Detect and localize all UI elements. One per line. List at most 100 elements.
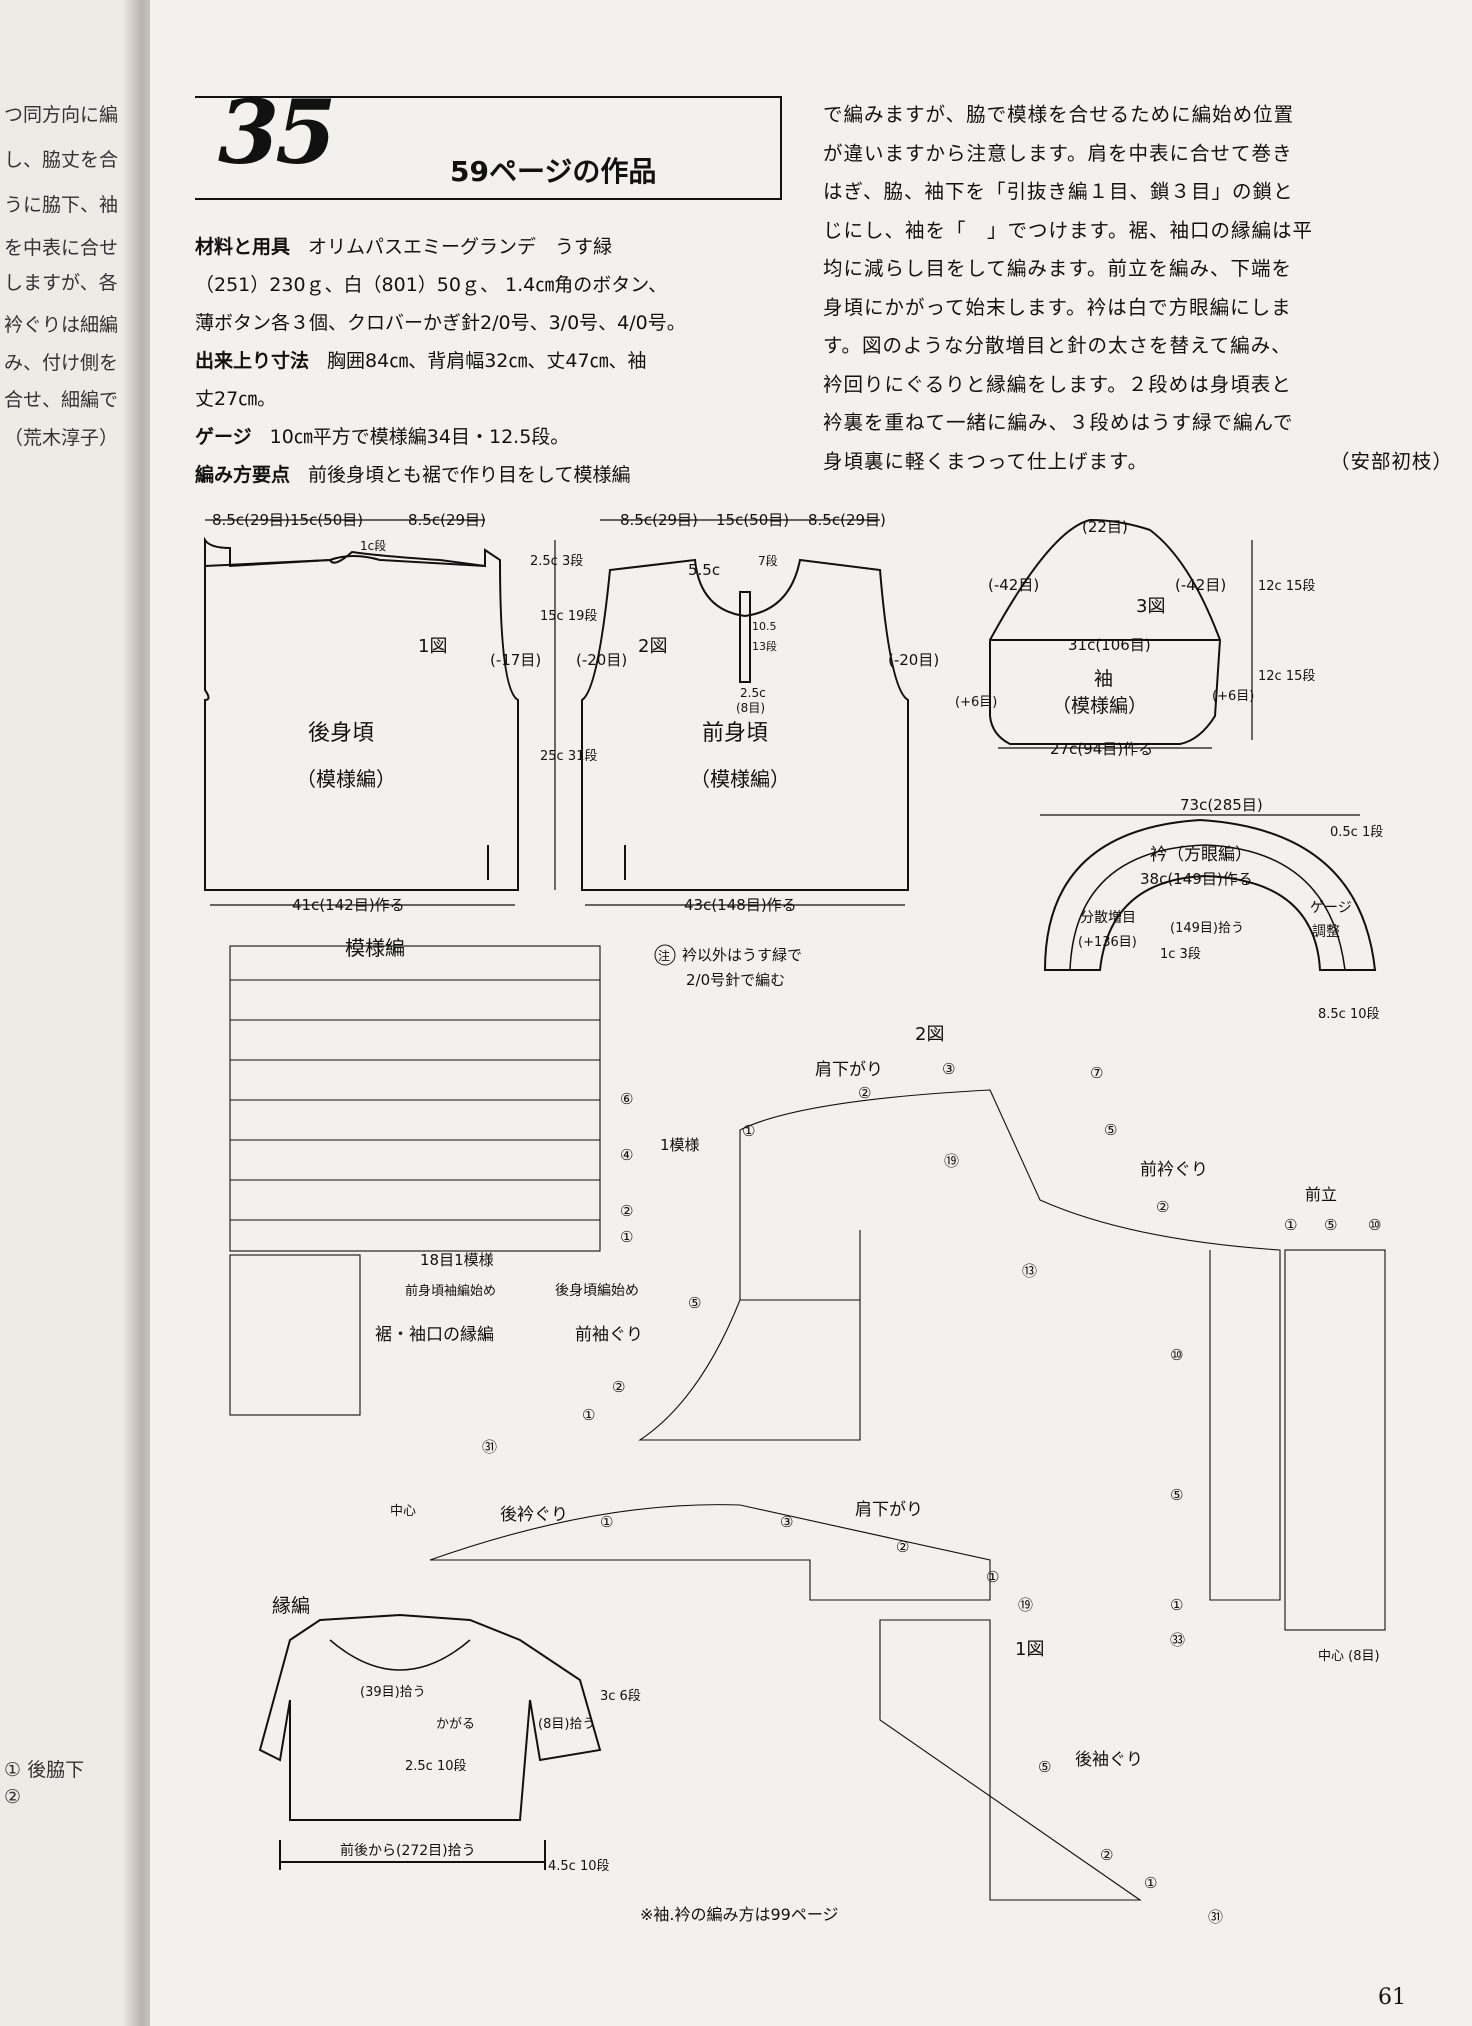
- dim-text: 2.5c: [740, 686, 766, 700]
- edge-title: 縁編: [272, 1595, 310, 1617]
- dim-text: 5.5c: [688, 561, 720, 579]
- dim-text: 0.5c 1段: [1330, 825, 1383, 840]
- dim-text: 分散増目: [1080, 910, 1136, 926]
- row-number: ①: [1144, 1874, 1157, 1892]
- dim-text: (+136目): [1078, 935, 1137, 950]
- label-points: 編み方要点: [195, 464, 291, 486]
- dim-text: ゲージ: [1310, 900, 1352, 916]
- spine-line: うに脇下、袖: [4, 194, 119, 216]
- row-number: ②: [858, 1084, 871, 1102]
- dim-text: (-20目): [576, 651, 627, 669]
- instruction-line: 身頃にかがって始末します。衿は白で方眼編にしま: [823, 295, 1292, 319]
- dim-text: 38c(149目)作る: [1140, 870, 1253, 888]
- label-material: 材料と用具: [195, 236, 291, 258]
- materials-block: 材料と用具オリムパスエミーグランデ うす緑 （251）230ｇ、白（801）50…: [195, 228, 795, 494]
- spine-line: つ同方向に編: [4, 104, 119, 126]
- spine-line: を中表に合せ: [4, 237, 119, 259]
- chart-label: 前立: [1305, 1185, 1337, 1204]
- dim-text: 13段: [752, 639, 777, 653]
- dim-text: (22目): [1082, 518, 1128, 536]
- label-gauge: ゲージ: [195, 426, 252, 448]
- dim-text: 15c(50目): [716, 511, 789, 529]
- material-line: オリムパスエミーグランデ うす緑: [308, 236, 613, 258]
- row-number: ③: [942, 1060, 955, 1078]
- chart-label: 後衿ぐり: [500, 1505, 568, 1525]
- spine-line: 衿ぐりは細編: [4, 314, 119, 336]
- dim-text: (+6目): [955, 695, 997, 710]
- row-number: ㉛: [482, 1438, 497, 1456]
- row-number: ①: [986, 1568, 999, 1586]
- edge-dim: 2.5c 10段: [405, 1759, 467, 1774]
- row-number: ⑥: [620, 1090, 633, 1108]
- spine-line: み、付け側を: [4, 352, 119, 374]
- spine-line: 合せ、細編で: [4, 389, 119, 411]
- piece-name: 衿（方眼編）: [1150, 845, 1252, 865]
- dim-text: (-20目): [888, 651, 939, 669]
- dim-text: 調整: [1312, 924, 1340, 940]
- pattern-number: 35: [218, 80, 336, 184]
- spine-line: （荒木淳子）: [4, 427, 119, 449]
- chart-label: 後袖ぐり: [1075, 1750, 1143, 1770]
- row-number: ①: [620, 1228, 633, 1246]
- material-line: 薄ボタン各３個、クロバーかぎ針2/0号、3/0号、4/0号。: [195, 312, 686, 334]
- chart-label: 前袖ぐり: [575, 1325, 643, 1345]
- row-number: ①: [600, 1513, 613, 1531]
- row-number: ⑲: [1018, 1596, 1033, 1614]
- row-number: ①: [1284, 1216, 1297, 1234]
- instruction-line: で編みますが、脇で模様を合せるために編始め位置: [823, 103, 1295, 126]
- material-line: （251）230ｇ、白（801）50ｇ、 1.4㎝角のボタン、: [195, 274, 668, 296]
- row-number: ②: [1156, 1198, 1169, 1216]
- fig-label: 1図: [418, 636, 447, 657]
- row-number: ⑤: [1324, 1216, 1337, 1234]
- pattern-title: 模様編: [345, 936, 405, 960]
- sleeve-outline: [989, 518, 1222, 745]
- row-number: ⑲: [944, 1152, 959, 1170]
- dim-text: 1c 3段: [1160, 947, 1201, 962]
- edge-dim: 前後から(272目)拾う: [340, 1842, 476, 1859]
- piece-stitch: （模様編）: [1052, 695, 1147, 717]
- dim-text: 25c 31段: [540, 749, 597, 764]
- row-number: ①: [742, 1122, 755, 1140]
- row-number: ⑦: [1090, 1064, 1103, 1082]
- dim-text: (-17目): [490, 651, 541, 669]
- dim-text: (-42目): [1175, 576, 1226, 594]
- dim-text: 43c(148目)作る: [684, 896, 797, 914]
- piece-name: 袖: [1094, 668, 1113, 690]
- pattern-page: 35 59ページの作品 材料と用具オリムパスエミーグランデ うす緑 （251）2…: [150, 0, 1472, 2026]
- label-size: 出来上り寸法: [195, 350, 310, 372]
- signature: （安部初枝）: [1329, 449, 1453, 473]
- note-mark: 注: [658, 948, 670, 963]
- repeat-label: 18目1模様: [420, 1251, 494, 1269]
- footnote: ※袖.衿の編み方は99ページ: [640, 1905, 839, 1924]
- row-number: ⑤: [688, 1294, 701, 1312]
- dim-text: 8.5c(29目): [212, 511, 290, 529]
- dim-text: 8.5c(29目): [620, 511, 698, 529]
- note-line: 衿以外はうす緑で: [682, 946, 802, 964]
- edge-dim: 4.5c 10段: [548, 1859, 610, 1874]
- start-label: 前身頃袖編始め: [405, 1283, 496, 1299]
- gauge-line: 10㎝平方で模様編34目・12.5段。: [269, 426, 570, 448]
- dim-text: (+6目): [1212, 689, 1254, 704]
- piece-stitch: （模様編）: [296, 767, 396, 791]
- instructions-block: で編みますが、脇で模様を合せるために編始め位置 が違いますから注意します。肩を中…: [823, 96, 1453, 481]
- spine-line: し、脇丈を合: [4, 149, 119, 171]
- page-number: 61: [1378, 1985, 1406, 2010]
- binding-shadow: [122, 0, 150, 2026]
- fig-label: 2図: [638, 636, 667, 657]
- row-number: ③: [780, 1513, 793, 1531]
- size-line: 胸囲84㎝、背肩幅32㎝、丈47㎝、袖: [327, 350, 647, 372]
- chart-label: 中心: [390, 1504, 416, 1519]
- dim-text: 2.5c 3段: [530, 554, 583, 569]
- dim-text: 41c(142目)作る: [292, 896, 405, 914]
- repeat-label: 1模様: [660, 1136, 700, 1154]
- row-number: ④: [620, 1146, 633, 1164]
- row-number: ⑩: [1368, 1216, 1381, 1234]
- instruction-line: が違いますから注意します。肩を中表に合せて巻き: [823, 141, 1293, 165]
- edge-label: 裾・袖口の縁編: [375, 1325, 494, 1345]
- instruction-line: 衿裏を重ねて一緒に編み、３段めはうす緑で編んで: [823, 411, 1294, 434]
- chart-label: 中心 (8目): [1318, 1649, 1380, 1664]
- points-line: 前後身頃とも裾で作り目をして模様編: [308, 464, 631, 486]
- instruction-line: はぎ、脇、袖下を「引抜き編１目、鎖３目」の鎖と: [823, 180, 1294, 203]
- header-rule: [195, 198, 782, 200]
- row-number: ⑩: [1170, 1346, 1183, 1364]
